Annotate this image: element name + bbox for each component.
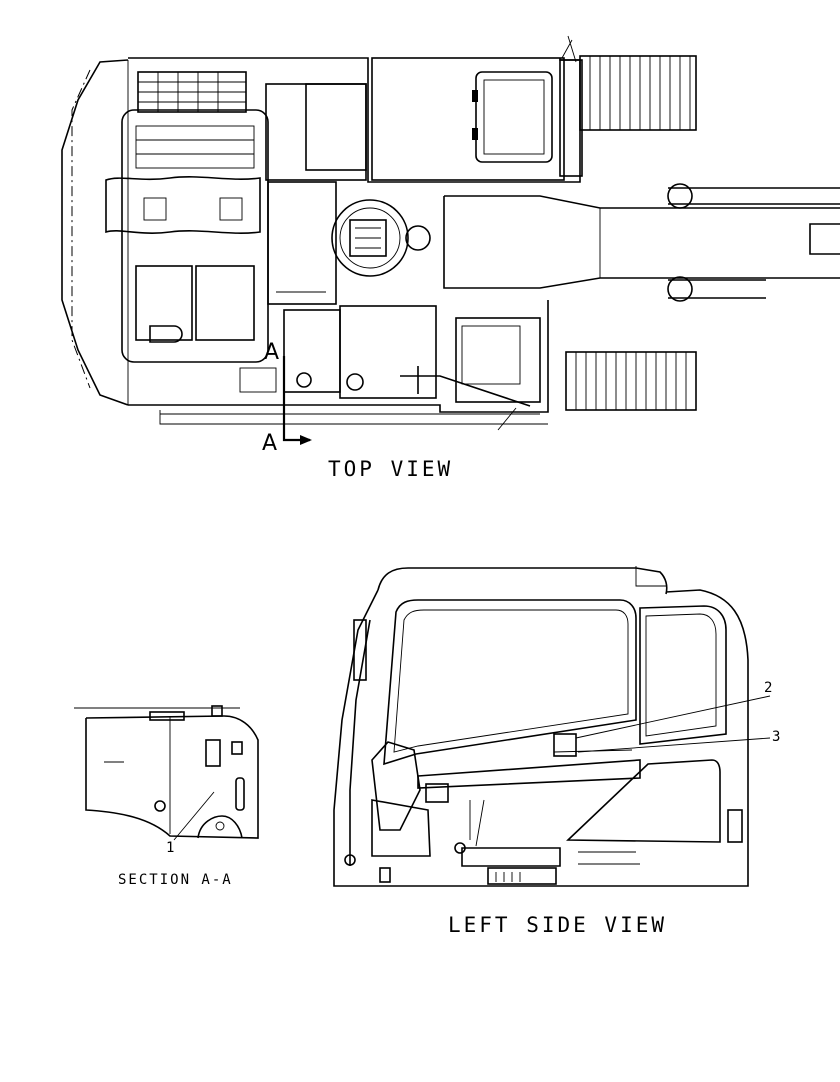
swing-bearing bbox=[331, 199, 431, 277]
boom bbox=[443, 183, 840, 302]
section-marker-bottom: A bbox=[262, 431, 277, 456]
section-marker-top: A bbox=[264, 340, 279, 365]
top-view-drawing: A A bbox=[61, 35, 840, 456]
left-side-view-drawing bbox=[333, 566, 749, 887]
radiator-grille bbox=[137, 71, 247, 113]
track-right-upper bbox=[579, 55, 697, 131]
section-a-a-drawing bbox=[74, 705, 259, 841]
callout-2: 2 bbox=[764, 680, 772, 696]
track-right-lower bbox=[565, 351, 697, 411]
callout-3: 3 bbox=[772, 729, 780, 745]
callout-3-leader bbox=[577, 737, 771, 753]
callout-2-leader bbox=[575, 695, 771, 739]
left-side-view-title: LEFT SIDE VIEW bbox=[448, 913, 667, 937]
callout-1: 1 bbox=[166, 840, 174, 856]
section-a-a-title: SECTION A-A bbox=[118, 872, 233, 888]
top-view-title: TOP VIEW bbox=[328, 457, 453, 481]
section-cut-line bbox=[282, 356, 312, 445]
track-ribs-bottom bbox=[160, 413, 540, 425]
cab-top bbox=[371, 35, 583, 181]
